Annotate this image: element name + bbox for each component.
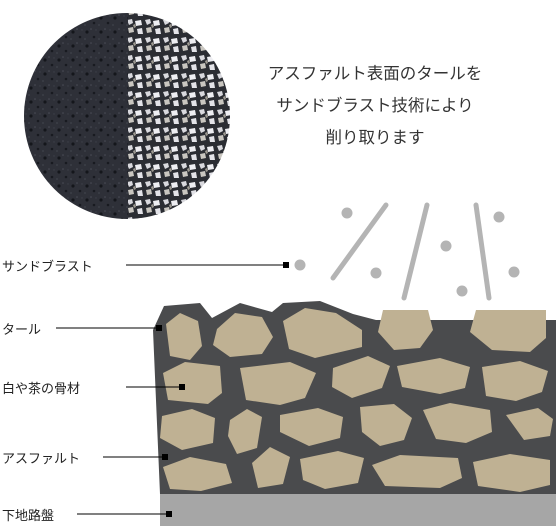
label-sandblast: サンドブラスト <box>2 260 93 275</box>
caption-line-1: アスファルト表面のタールを <box>267 64 483 83</box>
leader-markers <box>156 262 289 517</box>
untreated-surface <box>24 13 130 219</box>
caption: アスファルト表面のタールを サンドブラスト技術により 削り取ります <box>230 58 520 154</box>
sandblasted-surface <box>128 13 230 219</box>
label-base-course: 下地路盤 <box>2 509 55 524</box>
base-course <box>160 494 556 526</box>
aggregate-stones <box>160 308 553 492</box>
caption-line-3: 削り取ります <box>325 128 425 147</box>
surface-closeup <box>24 13 230 219</box>
caption-line-2: サンドブラスト技術により <box>276 96 474 115</box>
leader-lines <box>56 264 284 515</box>
label-asphalt: アスファルト <box>2 452 81 467</box>
sandblast-spray <box>294 202 520 301</box>
label-aggregate: 白や茶の骨材 <box>2 382 81 397</box>
label-tar: タール <box>2 323 42 338</box>
